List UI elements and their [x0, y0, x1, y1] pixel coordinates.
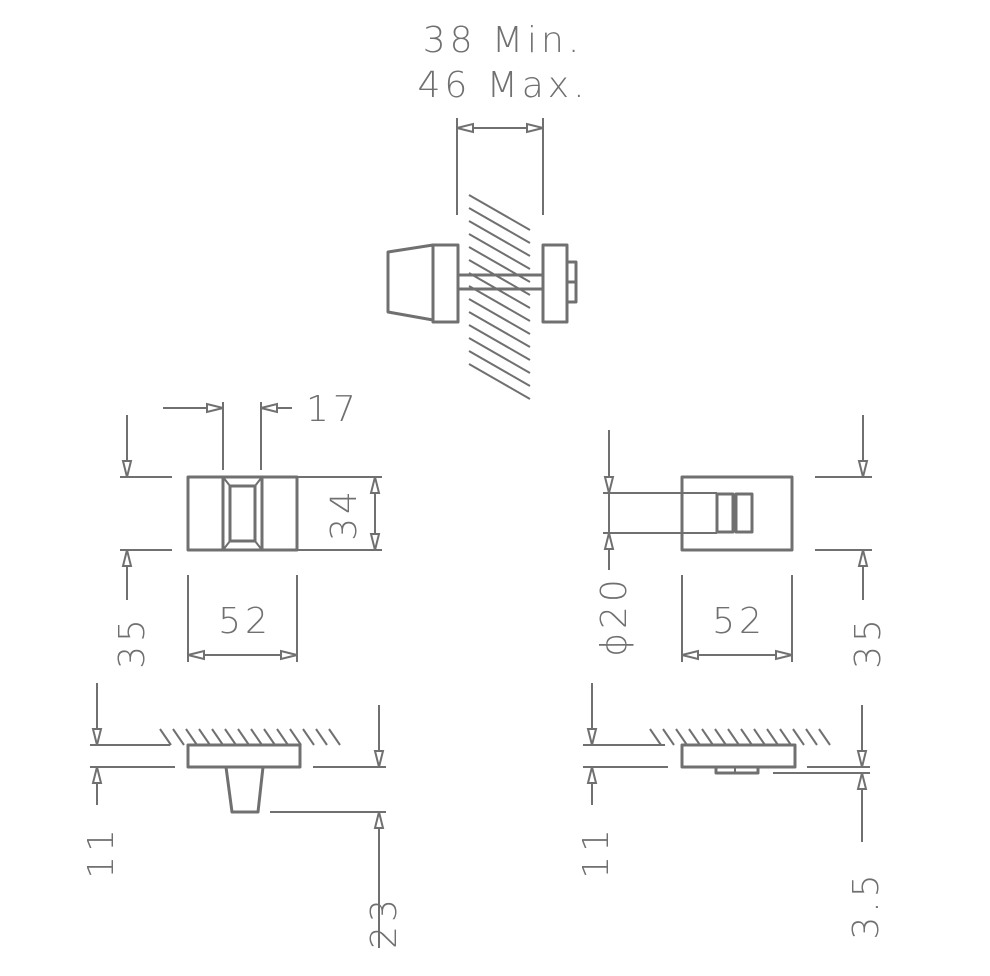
- thickness-min-label: 38 Min.: [423, 20, 584, 61]
- dimension-arrowhead: [280, 649, 298, 661]
- dimension-arrowhead: [526, 122, 544, 134]
- dimension-arrowhead: [373, 811, 385, 829]
- hatch-line: [289, 728, 302, 746]
- hatch-line: [468, 337, 531, 374]
- dim-width-left: 52: [218, 601, 272, 642]
- dimension-arrowhead: [121, 549, 133, 567]
- hatch-line: [198, 728, 211, 746]
- hatch-line: [662, 728, 675, 746]
- hatch-line: [276, 728, 289, 746]
- dimension-arrowhead: [187, 649, 205, 661]
- hatch-line: [649, 728, 662, 746]
- dimension-arrowhead: [369, 533, 381, 551]
- hatch-line: [263, 728, 276, 746]
- dim-width-right: 52: [712, 601, 766, 642]
- hatch-line: [468, 194, 531, 231]
- dim-total-depth: 23: [364, 895, 405, 949]
- hatch-line: [792, 728, 805, 746]
- hatch-line: [328, 728, 341, 746]
- hatch-line: [468, 220, 531, 257]
- turn-knob: [386, 243, 435, 322]
- hatch-line: [753, 728, 766, 746]
- dim-indicator-depth: 3.5: [846, 870, 887, 939]
- dimension-arrowhead: [456, 122, 474, 134]
- dimension-arrowhead: [206, 402, 224, 414]
- hatch-line: [185, 728, 198, 746]
- hatch-line: [779, 728, 792, 746]
- thickness-dimension: [456, 118, 544, 215]
- hatch-line: [159, 728, 172, 746]
- dimension-arrowhead: [857, 460, 869, 478]
- hatch-line: [250, 728, 263, 746]
- hatch-line: [701, 728, 714, 746]
- dim-rose-depth-right: 11: [576, 825, 617, 879]
- side-view-assembly: [386, 243, 578, 324]
- hatch-line: [688, 728, 701, 746]
- hatch-line: [468, 207, 531, 244]
- dimension-arrowhead: [856, 750, 868, 768]
- hatch-line: [468, 350, 531, 387]
- hatch-line: [675, 728, 688, 746]
- dimension-arrowhead: [775, 649, 793, 661]
- hatch-line: [468, 363, 531, 400]
- dimension-arrowhead: [369, 476, 381, 494]
- dim-height-34: 34: [324, 487, 365, 541]
- hatch-line: [237, 728, 250, 746]
- hatch-line: [468, 298, 531, 335]
- dimension-arrowhead: [91, 728, 103, 746]
- rose-right: [541, 243, 569, 324]
- hatch-line: [468, 233, 531, 270]
- hatch-line: [766, 728, 779, 746]
- left-front-view: [120, 402, 382, 662]
- left-side-view: [90, 683, 386, 948]
- hatch-line: [805, 728, 818, 746]
- hatch-line: [818, 728, 831, 746]
- dim-indicator-diameter: ϕ20: [594, 575, 635, 657]
- hatch-line: [172, 728, 185, 746]
- hatch-line: [714, 728, 727, 746]
- dimension-arrowhead: [121, 460, 133, 478]
- hatch-line: [315, 728, 328, 746]
- dimension-arrowhead: [857, 549, 869, 567]
- dim-rose-depth-left: 11: [81, 825, 122, 879]
- dimension-arrowhead: [373, 750, 385, 768]
- dimension-arrowhead: [586, 728, 598, 746]
- dimension-arrowhead: [260, 402, 278, 414]
- hatch-line: [740, 728, 753, 746]
- hatch-line: [468, 285, 531, 322]
- dimension-arrowhead: [603, 476, 615, 494]
- wall-hatching-right: [649, 728, 831, 746]
- dim-overall-height-right: 35: [848, 615, 889, 669]
- dimension-arrowhead: [91, 766, 103, 784]
- dimension-arrowhead: [586, 766, 598, 784]
- dimension-arrows: [91, 122, 869, 829]
- hatch-line: [468, 311, 531, 348]
- wall-hatching-left: [159, 728, 341, 746]
- hatch-line: [224, 728, 237, 746]
- dim-overall-height-left: 35: [112, 615, 153, 669]
- hatch-line: [211, 728, 224, 746]
- door-wall-hatching: [468, 194, 531, 400]
- dimension-arrowhead: [681, 649, 699, 661]
- right-front-view: [603, 415, 872, 662]
- hatch-line: [727, 728, 740, 746]
- dimension-arrowhead: [856, 772, 868, 790]
- hatch-line: [302, 728, 315, 746]
- dim-slot-width: 17: [306, 389, 360, 430]
- rose-left: [431, 243, 460, 324]
- thickness-max-label: 46 Max.: [417, 65, 588, 106]
- hatch-line: [468, 324, 531, 361]
- dimension-arrowhead: [603, 532, 615, 550]
- right-side-view: [583, 683, 870, 842]
